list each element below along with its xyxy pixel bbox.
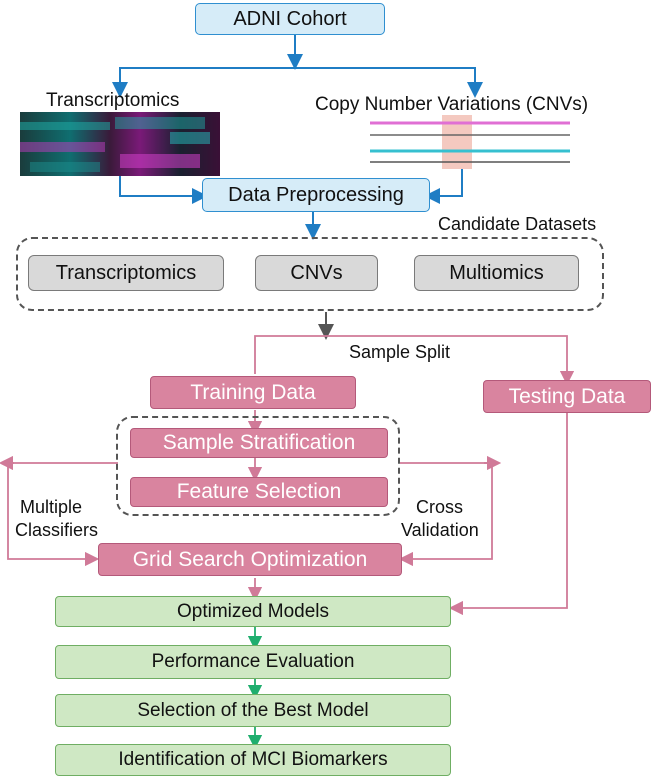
pink-arrows (0, 335, 575, 616)
stratification-selection-group (116, 416, 400, 516)
cross-validation-label-line1: Cross (416, 497, 464, 517)
cross-validation-label-line2: Validation (401, 520, 479, 540)
transcriptomics-label: Transcriptomics (46, 90, 180, 111)
grid-search-optimization-node: Grid Search Optimization (98, 543, 402, 576)
dataset-multiomics: Multiomics (414, 255, 579, 291)
adni-split-arrows (112, 35, 483, 240)
cnvs-label: Copy Number Variations (CNVs) (315, 94, 589, 115)
performance-evaluation-node: Performance Evaluation (55, 645, 451, 679)
data-preprocessing-node: Data Preprocessing (202, 178, 430, 212)
feature-selection-node: Feature Selection (130, 477, 388, 507)
sample-split-label: Sample Split (349, 342, 451, 362)
transcriptomics-heatmap-image (20, 112, 220, 176)
testing-data-node: Testing Data (483, 380, 651, 413)
multiple-classifiers-label-line2: Classifiers (15, 520, 99, 540)
multiple-classifiers-label-line1: Multiple (20, 497, 83, 517)
adni-cohort-node: ADNI Cohort (195, 3, 385, 35)
cnv-tracks-image (370, 115, 570, 169)
dataset-cnvs: CNVs (255, 255, 378, 291)
dataset-transcriptomics: Transcriptomics (28, 255, 224, 291)
candidate-datasets-group (16, 237, 604, 311)
mci-biomarkers-node: Identification of MCI Biomarkers (55, 744, 451, 776)
training-data-node: Training Data (150, 376, 356, 409)
sample-stratification-node: Sample Stratification (130, 428, 388, 458)
selection-best-model-node: Selection of the Best Model (55, 694, 451, 727)
optimized-models-node: Optimized Models (55, 596, 451, 627)
candidate-datasets-label: Candidate Datasets (438, 214, 597, 234)
